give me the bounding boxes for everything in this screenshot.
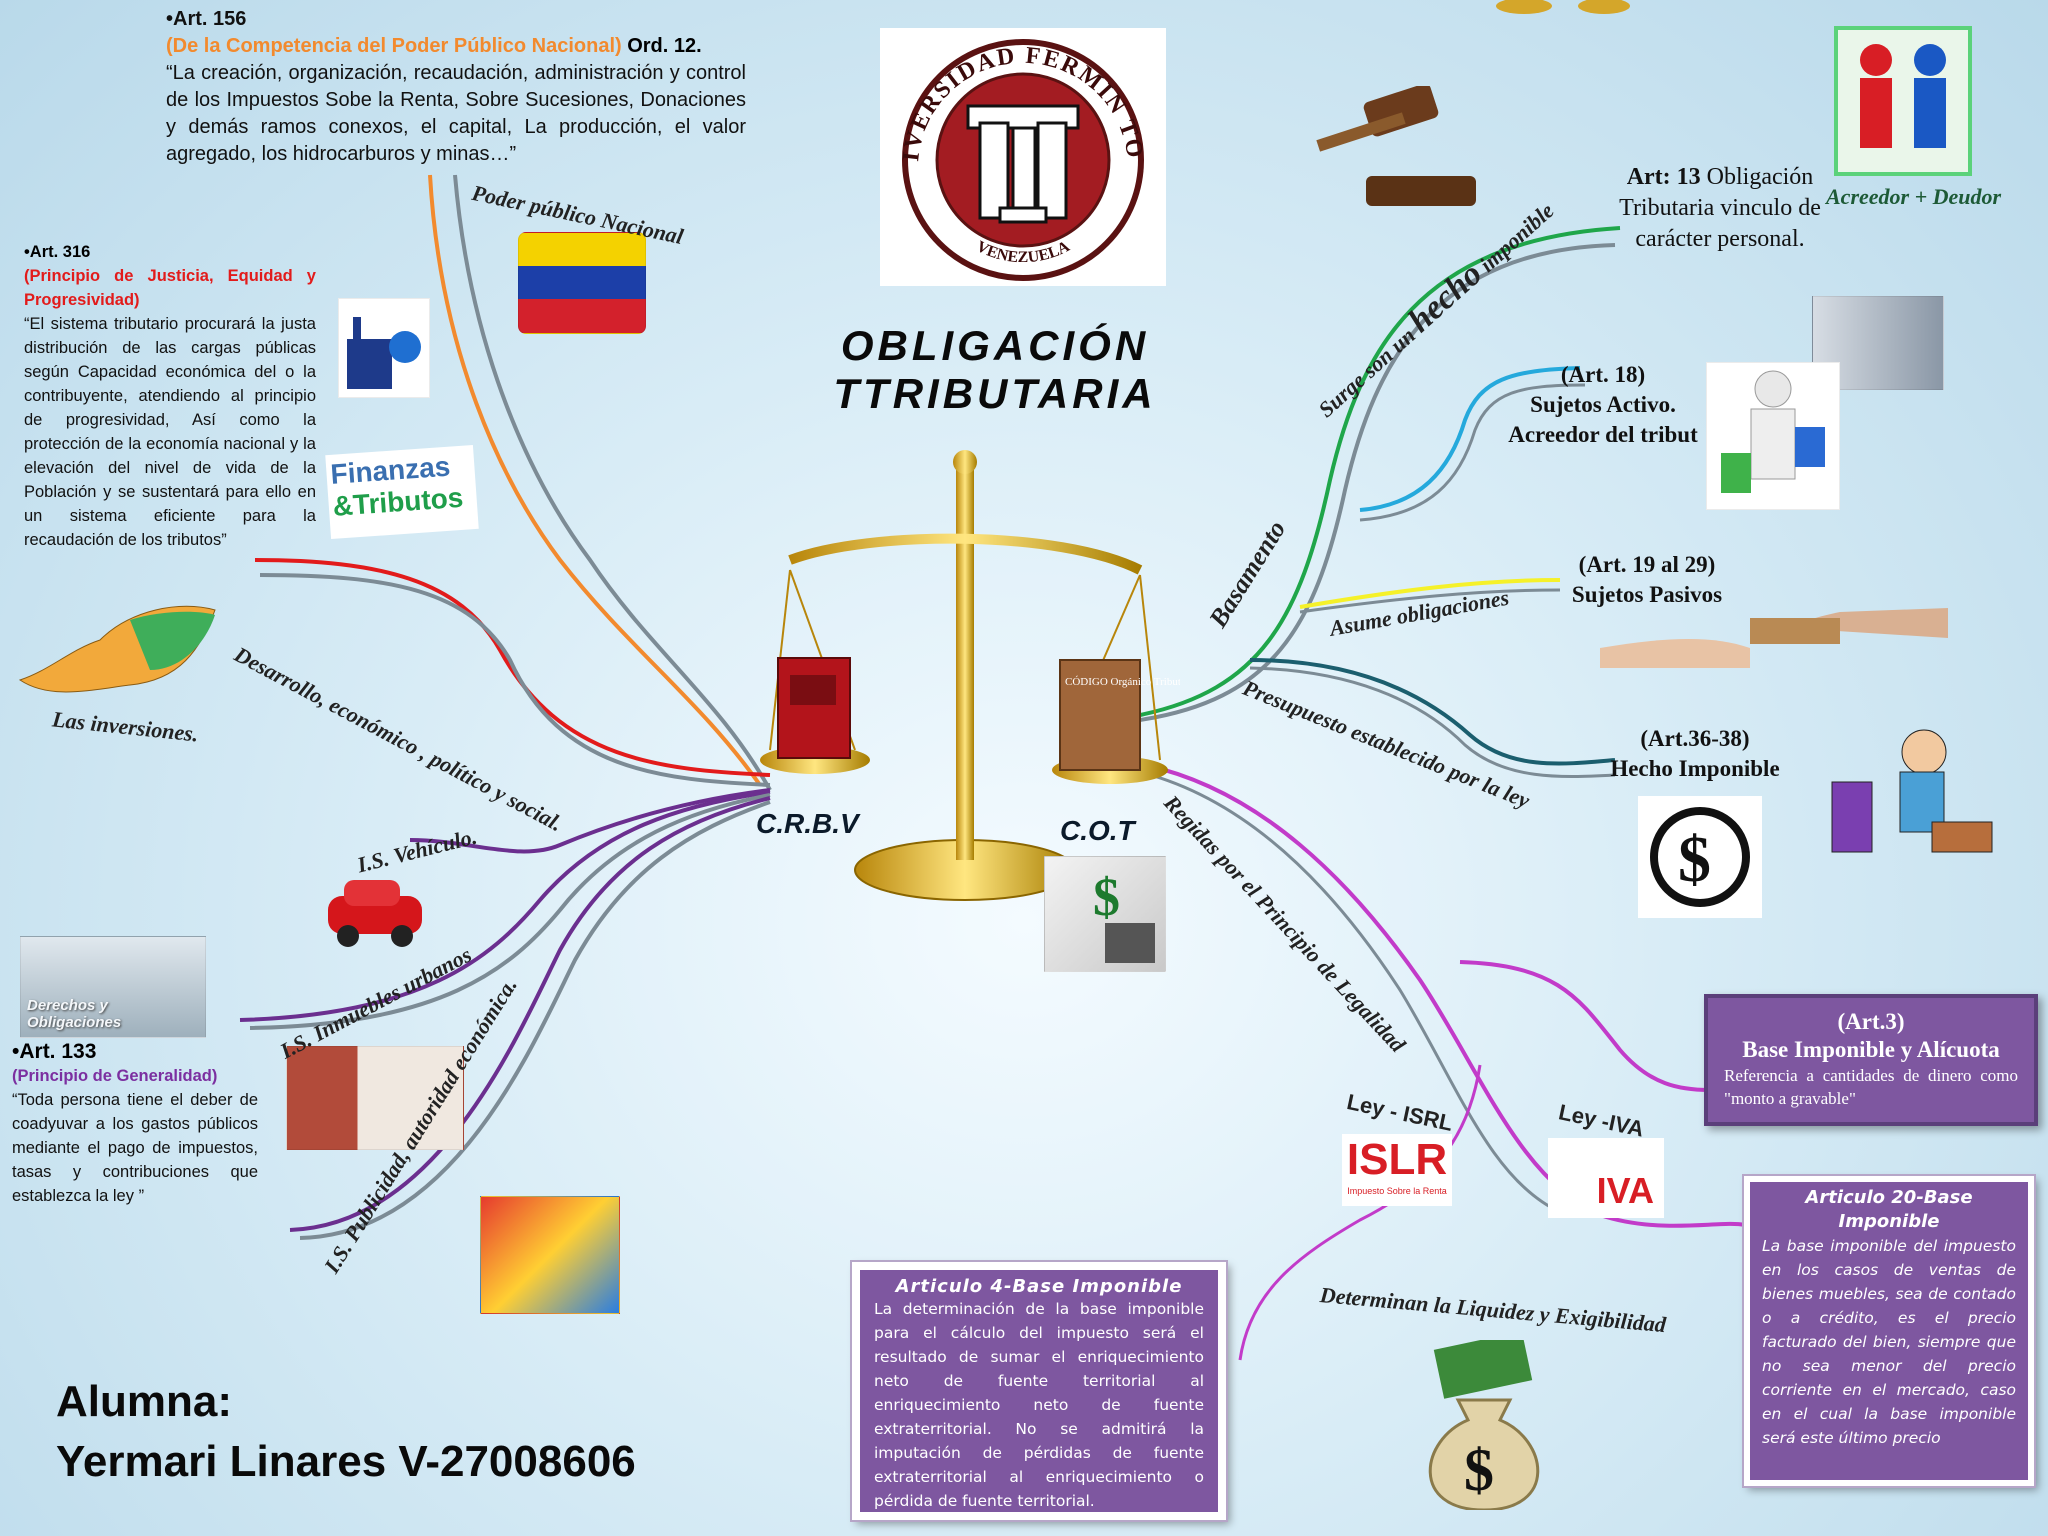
venezuela-map-image (518, 232, 646, 334)
title-line-1: OBLIGACIÓN (820, 322, 1170, 370)
art133-block: •Art. 133 (Principio de Generalidad) “To… (12, 1040, 258, 1208)
art156-subtitle: (De la Competencia del Poder Público Nac… (166, 35, 622, 57)
art36-block: (Art.36-38) Hecho Imponible (1600, 724, 1790, 784)
svg-text:$: $ (1464, 1437, 1494, 1503)
art18-block: (Art. 18) Sujetos Activo. Acreedor del t… (1494, 360, 1712, 450)
art156-ord: Ord. 12. (627, 35, 701, 57)
art133-subtitle: (Principio de Generalidad) (12, 1064, 258, 1088)
acreedor-deudor-image (1834, 26, 1972, 176)
red-car-image (322, 868, 428, 950)
art4-box: Articulo 4-Base Imponible La determinaci… (852, 1262, 1226, 1520)
brands-image (480, 1196, 620, 1314)
art20-text: La base imponible del impuesto en los ca… (1762, 1234, 2016, 1450)
page-title: OBLIGACIÓN TTRIBUTARIA (820, 322, 1170, 418)
art18-line-2: Sujetos Activo. (1494, 390, 1712, 420)
art20-title: Articulo 20-Base Imponible (1762, 1186, 2016, 1234)
connector-art3-magenta (1460, 962, 1710, 1090)
connector-desarrollo-grey (260, 575, 770, 785)
factory-globe-image (338, 298, 430, 398)
cot-book-cover-text: CÓDIGO Orgánico Tributario (1065, 676, 1180, 688)
university-logo: UNIVERSIDAD FERMIN TORO VENEZUELA (880, 28, 1166, 286)
art3-text: Referencia a cantidades de dinero como "… (1724, 1064, 2018, 1110)
art36-line-2: Hecho Imponible (1600, 754, 1790, 784)
connector-hecho-grey (1140, 245, 1615, 720)
student-label: Alumna: (56, 1372, 636, 1432)
student-name: Yermari Linares V-27008606 (56, 1432, 636, 1492)
svg-text:$: $ (1678, 823, 1711, 896)
art18-line-3: Acreedor del tribut (1494, 420, 1712, 450)
art4-text: La determinación de la base imponible pa… (874, 1297, 1204, 1513)
connector-hecho-green (1140, 228, 1620, 715)
art156-block: •Art. 156 (De la Competencia del Poder P… (166, 6, 746, 168)
art156-text: “La creación, organización, recaudación,… (166, 60, 746, 168)
calculator-dollar-image: $ (1044, 856, 1166, 972)
office-worker-image (1812, 712, 2002, 882)
art20-box: Articulo 20-Base Imponible La base impon… (1744, 1176, 2034, 1486)
iva-text: IVA (1597, 1170, 1654, 1212)
money-exchange-image (1600, 598, 1948, 672)
art316-block: •Art. 316 (Principio de Justicia, Equida… (24, 240, 316, 552)
art3-box: (Art.3) Base Imponible y Alícuota Refere… (1704, 994, 2038, 1126)
art18-line-1: (Art. 18) (1494, 360, 1712, 390)
coins-image (1494, 0, 1634, 18)
label-crbv: C.R.B.V (756, 808, 859, 840)
art316-subtitle: (Principio de Justicia, Equidad y Progre… (24, 264, 316, 312)
art133-text: “Toda persona tiene el deber de coadyuva… (12, 1088, 258, 1208)
art3-line-1: (Art.3) (1724, 1008, 2018, 1036)
islr-big: ISLR (1342, 1134, 1452, 1186)
art316-text: “El sistema tributario procurará la just… (24, 312, 316, 552)
art13-block: Art: 13 Obligación Tributaria vinculo de… (1600, 162, 1840, 255)
dollar-circle-image: $ (1638, 796, 1762, 918)
gavel-image (1306, 86, 1486, 216)
art3-line-2: Base Imponible y Alícuota (1724, 1036, 2018, 1064)
finanzas-tributos-logo: Finanzas &Tributos (325, 445, 478, 539)
acreedor-deudor-label: Acreedor + Deudor (1826, 184, 2001, 210)
art133-head: •Art. 133 (12, 1040, 258, 1064)
iva-logo: IVA (1548, 1138, 1664, 1218)
handshake-image: Derechos y Obligaciones (20, 936, 206, 1038)
art13-bold: Art: 13 (1627, 164, 1701, 190)
shopping-figure-image (1706, 362, 1840, 510)
islr-logo: ISLR Impuesto Sobre la Renta (1342, 1134, 1452, 1206)
art156-head: •Art. 156 (166, 6, 746, 33)
art36-line-1: (Art.36-38) (1600, 724, 1790, 754)
student-info: Alumna: Yermari Linares V-27008606 (56, 1372, 636, 1492)
art4-title: Articulo 4-Base Imponible (874, 1276, 1204, 1297)
islr-small: Impuesto Sobre la Renta (1342, 1186, 1452, 1196)
derechos-label: Derechos y Obligaciones (27, 997, 199, 1031)
region-map-image (10, 590, 220, 700)
title-line-2: TTRIBUTARIA (820, 370, 1170, 418)
art19-line-1: (Art. 19 al 29) (1552, 550, 1742, 580)
art316-head: •Art. 316 (24, 240, 316, 264)
label-cot: C.O.T (1060, 815, 1135, 847)
svg-text:$: $ (1093, 867, 1120, 927)
money-bag-image: $ (1408, 1340, 1560, 1510)
